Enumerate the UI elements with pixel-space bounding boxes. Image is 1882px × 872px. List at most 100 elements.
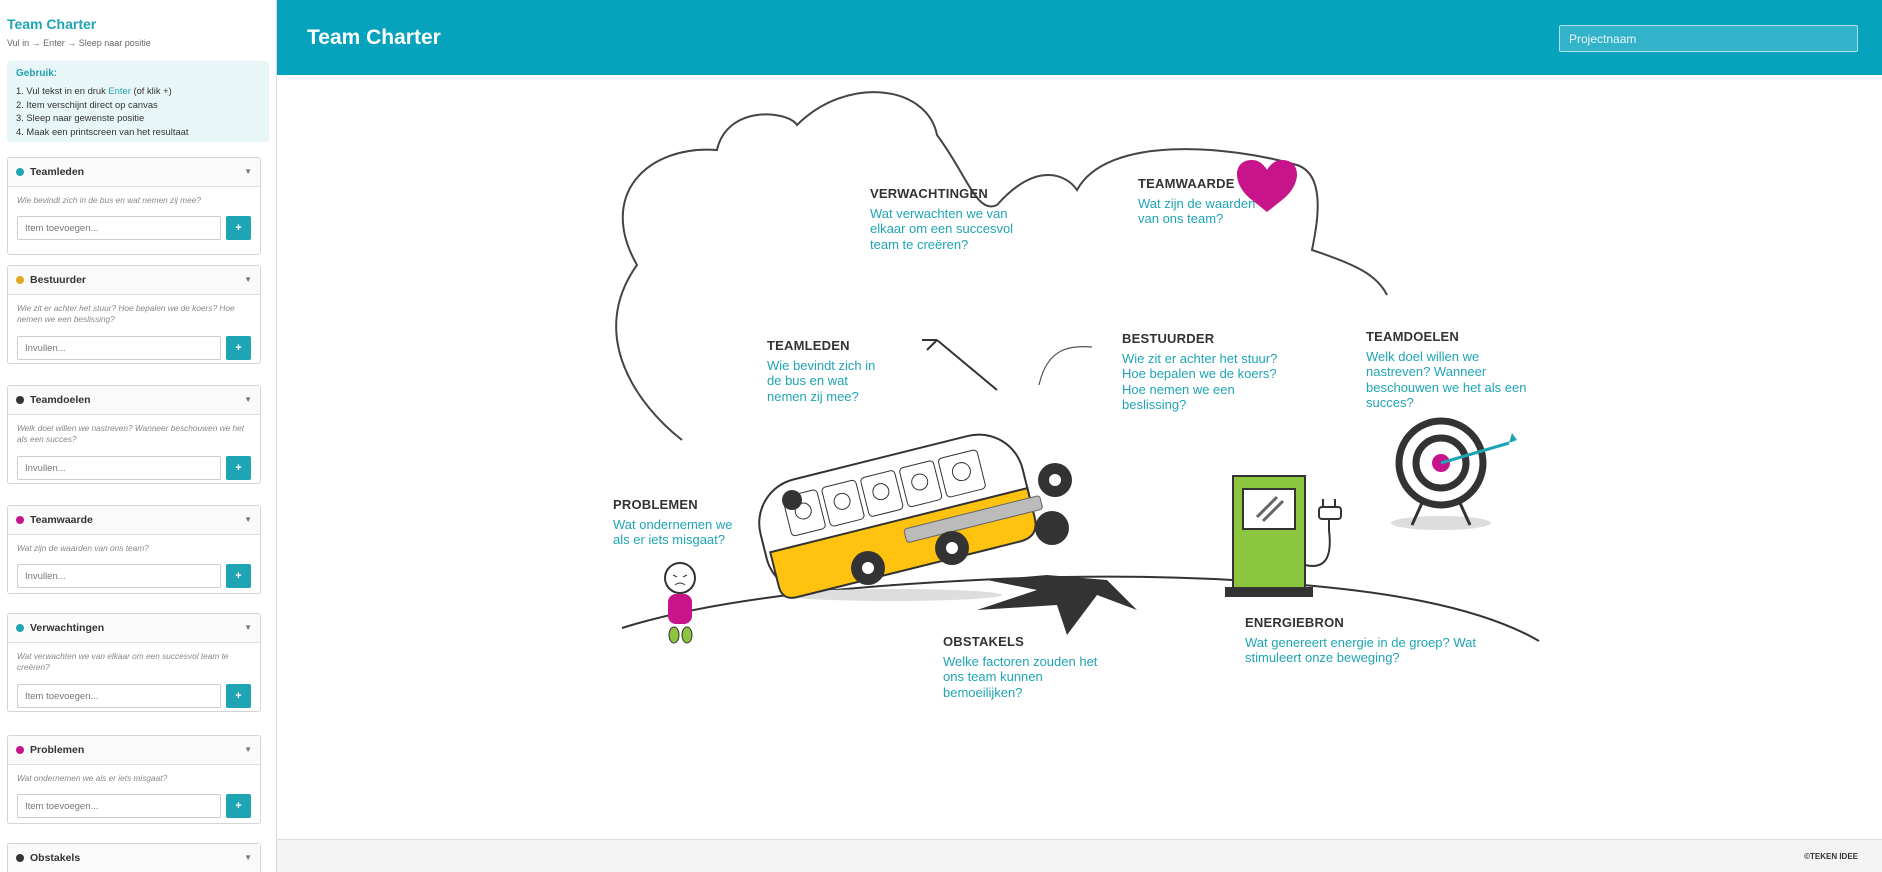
- color-dot: [16, 276, 24, 284]
- item-input[interactable]: Item toevoegen...: [17, 684, 221, 708]
- usage-step-3: 3. Sleep naar gewenste positie: [16, 112, 145, 124]
- panel-title: Teamwaarde: [30, 514, 93, 526]
- antenna-icon: [922, 339, 998, 391]
- label-teamleden: TEAMLEDEN Wie bevindt zich in de bus en …: [767, 338, 889, 404]
- chevron-down-icon[interactable]: ▼: [244, 515, 252, 524]
- panel-input-row: Item toevoegen... +: [8, 794, 260, 818]
- question: Wat ondernemen we als er iets misgaat?: [613, 517, 733, 548]
- usage-box: Gebruik: 1. Vul tekst in en druk Enter (…: [7, 61, 269, 142]
- panel-input-row: Invullen... +: [8, 564, 260, 588]
- usage-title: Gebruik:: [16, 68, 58, 79]
- sidebar: Team Charter Vul in → Enter → Sleep naar…: [0, 0, 277, 872]
- panel-description: Wie bevindt zich in de bus en wat nemen …: [17, 195, 201, 205]
- panel-header-bestuurder[interactable]: Bestuurder ▼: [8, 266, 260, 295]
- heading: TEAMLEDEN: [767, 338, 850, 353]
- heading: VERWACHTINGEN: [870, 186, 988, 201]
- panel-header-teamwaarde[interactable]: Teamwaarde ▼: [8, 506, 260, 535]
- usage-step-4: 4. Maak een printscreen van het resultaa…: [16, 125, 189, 137]
- usage-step-1: 1. Vul tekst in en druk Enter (of klik +…: [16, 84, 260, 98]
- panel-header-teamdoelen[interactable]: Teamdoelen ▼: [8, 386, 260, 415]
- panel-verwachtingen: Verwachtingen ▼ Wat verwachten we van el…: [7, 613, 261, 712]
- add-item-button[interactable]: +: [226, 456, 251, 480]
- sidebar-header: Team Charter Vul in → Enter → Sleep naar…: [0, 0, 276, 48]
- panel-description: Wat ondernemen we als er iets misgaat?: [17, 773, 168, 783]
- panel-bestuurder: Bestuurder ▼ Wie zit er achter het stuur…: [7, 265, 261, 364]
- wheel-icon: [1035, 511, 1069, 545]
- charter-canvas[interactable]: VERWACHTINGEN Wat verwachten we van elka…: [277, 75, 1882, 839]
- panel-description: Wat zijn de waarden van ons team?: [17, 543, 149, 553]
- panel-header-teamleden[interactable]: Teamleden ▼: [8, 158, 260, 187]
- label-bestuurder: BESTUURDER Wie zit er achter het stuur? …: [1122, 331, 1297, 413]
- add-item-button[interactable]: +: [226, 216, 251, 240]
- panel-header-obstakels[interactable]: Obstakels ▼: [8, 844, 260, 872]
- panel-title: Problemen: [30, 744, 85, 756]
- add-item-button[interactable]: +: [226, 564, 251, 588]
- footer: ©TEKEN IDEE: [277, 839, 1882, 872]
- bus-illustration: [615, 91, 1540, 644]
- footer-credit: ©TEKEN IDEE: [1804, 852, 1858, 861]
- project-name-input[interactable]: Projectnaam: [1559, 25, 1858, 52]
- item-input[interactable]: Invullen...: [17, 336, 221, 360]
- heading: TEAMDOELEN: [1366, 329, 1459, 344]
- color-dot: [16, 624, 24, 632]
- heart-icon: [1237, 160, 1297, 212]
- question: Wie bevindt zich in de bus en wat nemen …: [767, 358, 876, 404]
- color-dot: [16, 746, 24, 754]
- panel-obstakels: Obstakels ▼: [7, 843, 261, 872]
- chevron-down-icon[interactable]: ▼: [244, 275, 252, 284]
- label-problemen: PROBLEMEN Wat ondernemen we als er iets …: [613, 497, 745, 548]
- panel-title: Teamleden: [30, 166, 85, 178]
- add-item-button[interactable]: +: [226, 794, 251, 818]
- usage-step-1-suffix: (of klik +): [130, 85, 172, 96]
- item-input[interactable]: Item toevoegen...: [17, 216, 221, 240]
- chevron-down-icon[interactable]: ▼: [244, 167, 252, 176]
- panel-teamwaarde: Teamwaarde ▼ Wat zijn de waarden van ons…: [7, 505, 261, 594]
- chevron-down-icon[interactable]: ▼: [244, 745, 252, 754]
- add-item-button[interactable]: +: [226, 684, 251, 708]
- page-title: Team Charter: [307, 26, 441, 49]
- item-input[interactable]: Invullen...: [17, 456, 221, 480]
- chevron-down-icon[interactable]: ▼: [244, 853, 252, 862]
- panel-header-problemen[interactable]: Problemen ▼: [8, 736, 260, 765]
- pointer-line: [1038, 346, 1093, 386]
- sidebar-subtitle: Vul in → Enter → Sleep naar positie: [7, 38, 151, 48]
- panel-problemen: Problemen ▼ Wat ondernemen we als er iet…: [7, 735, 261, 824]
- chevron-down-icon[interactable]: ▼: [244, 623, 252, 632]
- usage-enter-key: Enter: [108, 85, 131, 96]
- question: Wie zit er achter het stuur? Hoe bepalen…: [1122, 351, 1278, 413]
- panel-description: Welk doel willen we nastreven? Wanneer b…: [17, 423, 245, 444]
- usage-step-2: 2. Item verschijnt direct op canvas: [16, 98, 158, 110]
- item-input[interactable]: Invullen...: [17, 564, 221, 588]
- panel-header-verwachtingen[interactable]: Verwachtingen ▼: [8, 614, 260, 643]
- chevron-down-icon[interactable]: ▼: [244, 395, 252, 404]
- panel-description: Wat verwachten we van elkaar om een succ…: [17, 651, 229, 672]
- fuel-pump-icon: [1225, 475, 1342, 597]
- panel-description: Wie zit er achter het stuur? Hoe bepalen…: [17, 303, 235, 324]
- panel-input-row: Invullen... +: [8, 336, 260, 360]
- add-item-button[interactable]: +: [226, 336, 251, 360]
- question: Welke factoren zouden het ons team kunne…: [943, 654, 1098, 700]
- question: Wat verwachten we van elkaar om een succ…: [870, 206, 1014, 252]
- panel-title: Obstakels: [30, 852, 81, 864]
- label-verwachtingen: VERWACHTINGEN Wat verwachten we van elka…: [870, 186, 1020, 252]
- panel-teamleden: Teamleden ▼ Wie bevindt zich in de bus e…: [7, 157, 261, 255]
- question: Welk doel willen we nastreven? Wanneer b…: [1366, 349, 1527, 411]
- crack-icon: [977, 575, 1137, 635]
- label-energiebron: ENERGIEBRON Wat genereert energie in de …: [1245, 615, 1495, 666]
- panel-input-row: Item toevoegen... +: [8, 684, 260, 708]
- panel-title: Bestuurder: [30, 274, 87, 286]
- heading: BESTUURDER: [1122, 331, 1215, 346]
- heading: TEAMWAARDE: [1138, 176, 1235, 191]
- item-input[interactable]: Item toevoegen...: [17, 794, 221, 818]
- color-dot: [16, 396, 24, 404]
- thought-cloud: [615, 91, 1388, 441]
- color-dot: [16, 168, 24, 176]
- bus-shadow: [782, 589, 1002, 601]
- sidebar-title: Team Charter: [7, 16, 97, 32]
- target-icon: [1391, 417, 1517, 530]
- label-teamdoelen: TEAMDOELEN Welk doel willen we nastreven…: [1366, 329, 1538, 411]
- usage-step-1-text: 1. Vul tekst in en druk: [16, 85, 109, 96]
- main-area: Team Charter Projectnaam: [277, 0, 1882, 872]
- panel-input-row: Invullen... +: [8, 456, 260, 480]
